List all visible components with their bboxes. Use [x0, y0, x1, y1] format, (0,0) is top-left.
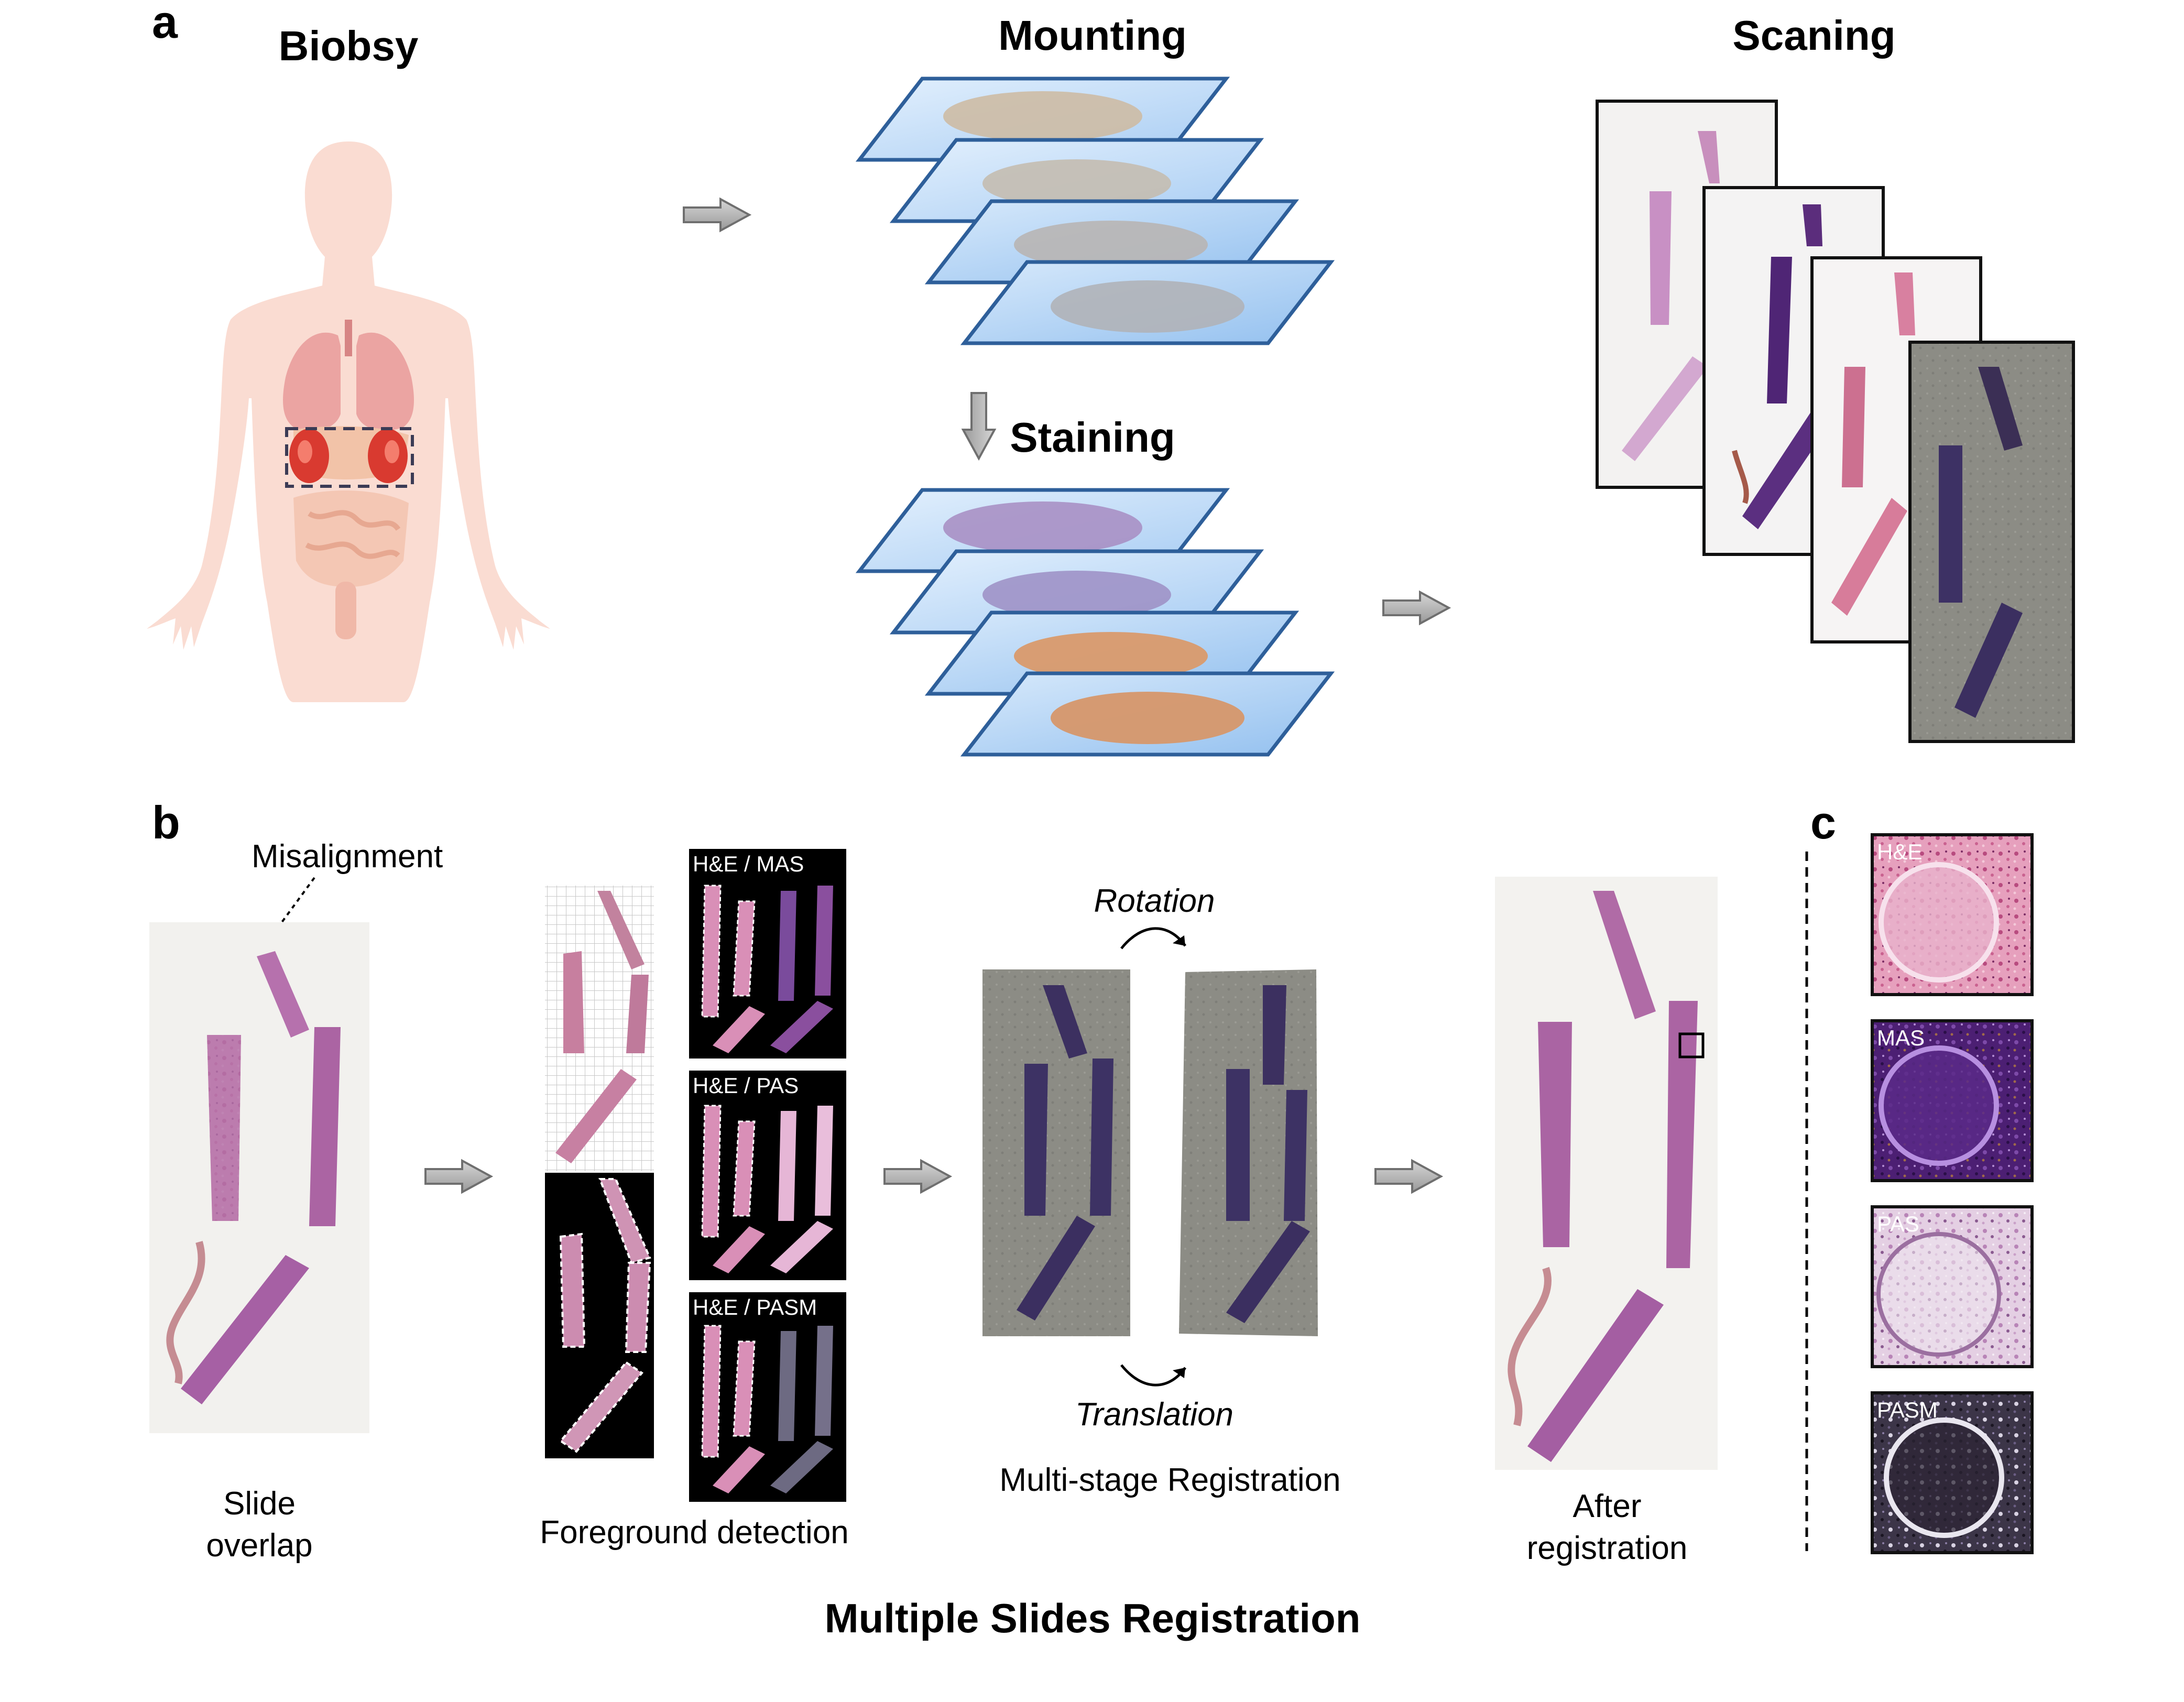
- slide-overlap-image: [149, 922, 369, 1433]
- mounting-title: Mounting: [998, 12, 1187, 59]
- scanned-slide-4: [1908, 341, 2075, 743]
- stain-tile-pasm: PASM: [1871, 1391, 2034, 1554]
- after-registration-line2: registration: [1527, 1530, 1688, 1566]
- translation-arrow-icon: [1120, 1364, 1187, 1387]
- rotation-label: Rotation: [1094, 883, 1215, 919]
- registration-after-image: [1179, 969, 1318, 1336]
- kidney-highlight-box: [285, 427, 414, 488]
- pair-tile-he-mas: H&E / MAS: [689, 849, 846, 1059]
- stain-label-he: H&E: [1877, 839, 1922, 864]
- pair-label-he-mas: H&E / MAS: [693, 852, 804, 876]
- scanning-title: Scaning: [1732, 12, 1895, 59]
- pair-tile-he-pasm: H&E / PASM: [689, 1292, 846, 1502]
- lungs-icon: [283, 320, 414, 431]
- biopsy-title: Biobsy: [279, 23, 419, 69]
- stain-tile-he: H&E: [1871, 833, 2034, 996]
- arrow-right-icon: [424, 1160, 492, 1193]
- mounting-slide-stack: [855, 77, 1335, 345]
- stain-label-mas: MAS: [1877, 1025, 1925, 1050]
- registration-before-image: [982, 969, 1130, 1336]
- pair-label-he-pasm: H&E / PASM: [693, 1295, 817, 1319]
- after-registration-line1: After: [1573, 1488, 1642, 1524]
- stain-label-pasm: PASM: [1877, 1398, 1938, 1422]
- multiple-slides-registration-title: Multiple Slides Registration: [825, 1595, 1361, 1641]
- pair-tile-he-pas: H&E / PAS: [689, 1071, 846, 1280]
- panel-a-letter: a: [152, 0, 178, 48]
- misalignment-label: Misalignment: [252, 838, 443, 875]
- grid-foreground-image: [545, 886, 654, 1171]
- pair-label-he-pas: H&E / PAS: [693, 1073, 799, 1098]
- stain-label-pas: PAS: [1877, 1212, 1919, 1236]
- multistage-registration-label: Multi-stage Registration: [999, 1462, 1340, 1498]
- stain-tile-pas: PAS: [1871, 1205, 2034, 1368]
- stain-tile-mas: MAS: [1871, 1019, 2034, 1182]
- arrow-down-icon: [962, 392, 996, 460]
- foreground-detection-label: Foreground detection: [540, 1514, 848, 1551]
- arrow-right-icon: [1374, 1160, 1442, 1193]
- arrow-right-icon: [1382, 591, 1450, 625]
- kidneys-icon: [289, 426, 409, 483]
- after-registration-image: [1495, 877, 1718, 1470]
- panel-c-letter: c: [1810, 797, 1836, 848]
- rotation-arrow-icon: [1120, 927, 1187, 950]
- translation-label: Translation: [1075, 1396, 1233, 1433]
- staining-title: Staining: [1010, 414, 1175, 461]
- slide-overlap-line2: overlap: [206, 1528, 312, 1564]
- mask-foreground-image: [545, 1173, 654, 1458]
- intestines-icon: [293, 490, 409, 639]
- slide-overlap-line1: Slide: [223, 1486, 296, 1522]
- panel-b-letter: b: [152, 797, 180, 848]
- staining-slide-stack: [855, 488, 1335, 757]
- arrow-right-icon: [683, 198, 750, 232]
- zoom-region-box: [1678, 1032, 1705, 1059]
- human-body-icon: [147, 141, 550, 702]
- arrow-right-icon: [883, 1160, 951, 1193]
